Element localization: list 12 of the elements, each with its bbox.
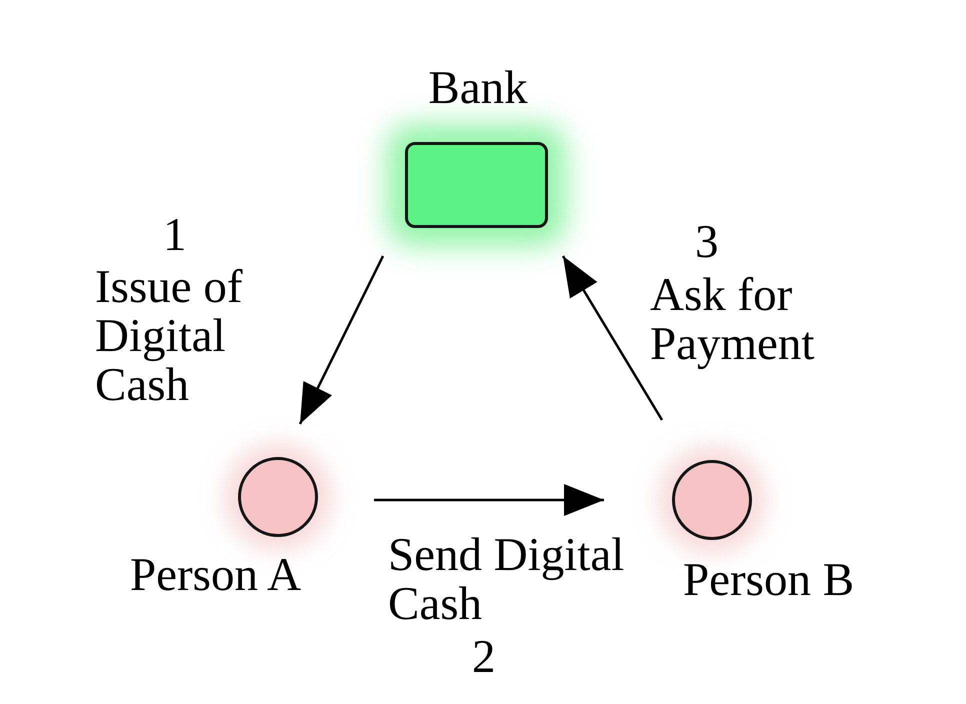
step-number: 2: [472, 633, 496, 682]
step-number: 1: [163, 211, 186, 260]
arrow: [298, 255, 384, 425]
edge-label: Send Digital Cash: [388, 531, 626, 629]
edge-label: Issue of Digital Cash: [95, 263, 244, 410]
node-label: Bank: [427, 62, 529, 114]
node-label: Person A: [130, 549, 302, 601]
edge-label: Ask for Payment: [650, 271, 816, 369]
node-label: Person B: [683, 554, 854, 606]
arrow: [374, 484, 604, 516]
arrow: [562, 255, 664, 421]
step-number: 3: [695, 218, 718, 267]
